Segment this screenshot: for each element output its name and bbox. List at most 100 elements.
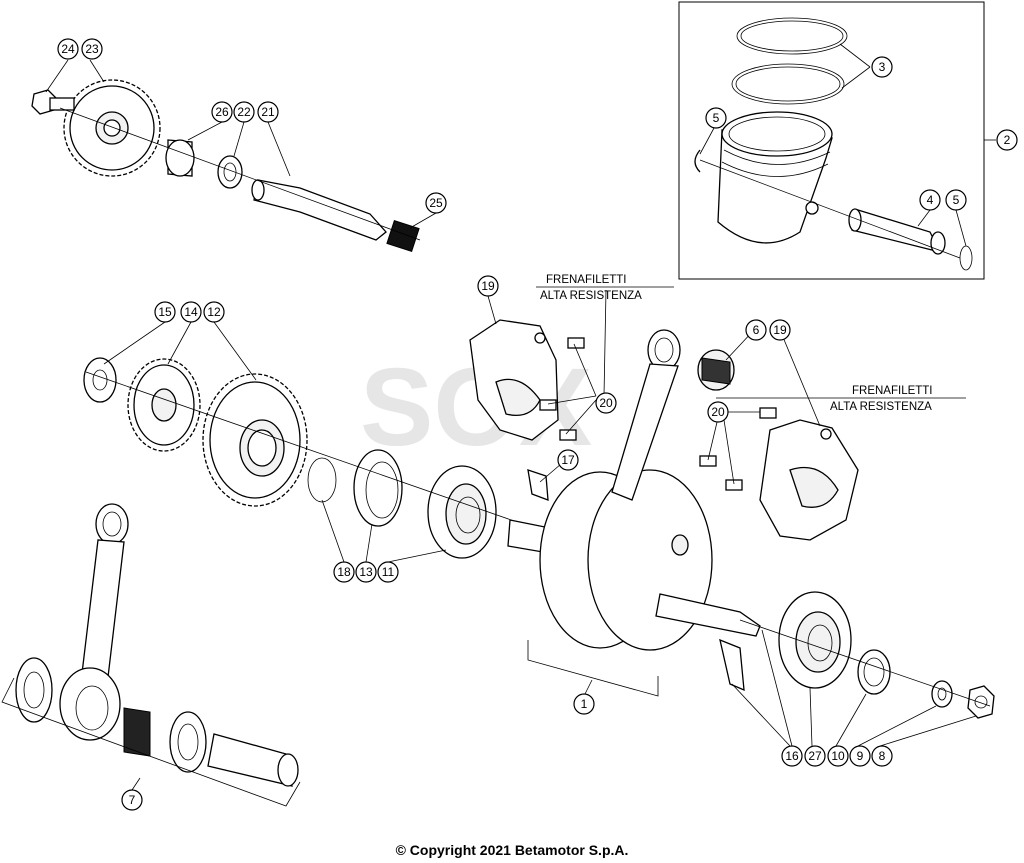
svg-text:3: 3	[879, 60, 886, 74]
callout-24: 24	[57, 38, 79, 60]
spacer-10	[857, 649, 891, 695]
callout-18: 18	[333, 561, 355, 583]
piston-ring-upper	[736, 17, 848, 55]
spacer-22	[217, 155, 243, 189]
svg-text:FRENAFILETTI: FRENAFILETTI	[852, 385, 933, 397]
callout-20: 20	[595, 392, 617, 414]
svg-text:ALTA RESISTENZA: ALTA RESISTENZA	[540, 290, 642, 302]
svg-text:7: 7	[129, 793, 136, 807]
circlip-left	[694, 149, 701, 173]
copyright-footer: © Copyright 2021 Betamotor S.p.A.	[395, 842, 629, 858]
svg-text:22: 22	[237, 105, 251, 119]
piston-kit-box	[678, 1, 985, 280]
washer-9	[931, 680, 953, 708]
svg-text:12: 12	[207, 305, 221, 319]
callout-26: 26	[211, 101, 233, 123]
svg-text:18: 18	[337, 565, 351, 579]
svg-text:21: 21	[261, 105, 275, 119]
gear-14	[127, 358, 201, 452]
nut-15	[83, 357, 117, 403]
nut-8	[967, 685, 995, 719]
svg-text:19: 19	[481, 279, 495, 293]
svg-text:4: 4	[927, 193, 934, 207]
svg-text:13: 13	[359, 565, 373, 579]
callout-20: 20	[707, 401, 729, 423]
key-16	[719, 638, 745, 692]
svg-text:5: 5	[713, 111, 720, 125]
svg-text:25: 25	[429, 196, 443, 210]
callout-5: 5	[945, 189, 967, 211]
svg-text:FRENAFILETTI: FRENAFILETTI	[546, 274, 627, 286]
callout-2: 2	[996, 129, 1018, 151]
callout-7: 7	[121, 789, 143, 811]
svg-text:16: 16	[785, 749, 799, 763]
connecting-rod	[611, 329, 681, 501]
svg-text:17: 17	[561, 453, 575, 467]
callout-3: 3	[871, 56, 893, 78]
callout-19: 19	[769, 319, 791, 341]
needle-bearing-25	[386, 219, 420, 253]
callout-19: 19	[477, 275, 499, 297]
callout-14: 14	[180, 301, 202, 323]
svg-text:27: 27	[808, 749, 822, 763]
screws-20-right	[699, 407, 777, 491]
svg-text:2: 2	[1004, 133, 1011, 147]
piston-ring-lower	[731, 63, 845, 105]
callout-1: 1	[573, 693, 595, 715]
callout-4: 4	[919, 189, 941, 211]
svg-text:20: 20	[711, 405, 725, 419]
piston-pin	[848, 208, 946, 255]
svg-text:15: 15	[158, 305, 172, 319]
callout-23: 23	[81, 38, 103, 60]
callout-25: 25	[425, 192, 447, 214]
svg-text:9: 9	[857, 749, 864, 763]
svg-text:8: 8	[879, 749, 886, 763]
thread-lock-note-1: FRENAFILETTI ALTA RESISTENZA	[540, 274, 642, 302]
svg-text:26: 26	[215, 105, 229, 119]
callout-13: 13	[355, 561, 377, 583]
circlip-right	[959, 245, 973, 271]
callout-21: 21	[257, 101, 279, 123]
bracket-19-right	[759, 419, 859, 541]
balancer-shaft-21	[251, 179, 387, 241]
svg-text:19: 19	[773, 323, 787, 337]
callout-12: 12	[203, 301, 225, 323]
svg-text:ALTA RESISTENZA: ALTA RESISTENZA	[830, 401, 932, 413]
svg-text:6: 6	[753, 323, 760, 337]
svg-text:11: 11	[382, 565, 395, 579]
callout-5: 5	[705, 107, 727, 129]
bearing-26	[165, 139, 195, 177]
svg-text:1: 1	[581, 697, 588, 711]
gear-23	[63, 79, 161, 177]
svg-text:20: 20	[599, 396, 613, 410]
bearing-11	[427, 465, 497, 559]
svg-text:24: 24	[61, 42, 75, 56]
gear-12	[202, 373, 308, 507]
bolt-24	[31, 89, 75, 115]
svg-text:10: 10	[831, 749, 845, 763]
piston	[717, 111, 833, 244]
callout-15: 15	[154, 301, 176, 323]
callout-17: 17	[557, 449, 579, 471]
needle-bearing-6	[697, 349, 735, 391]
callout-27: 27	[804, 745, 826, 767]
oil-seal-13	[353, 449, 403, 527]
callout-16: 16	[781, 745, 803, 767]
callout-10: 10	[827, 745, 849, 767]
key-17	[527, 469, 549, 501]
callout-6: 6	[745, 319, 767, 341]
svg-text:5: 5	[953, 193, 960, 207]
callout-8: 8	[871, 745, 893, 767]
bracket-19-left	[469, 319, 559, 441]
callout-11: 11	[377, 561, 399, 583]
callout-22: 22	[233, 101, 255, 123]
con-rod-kit-7	[15, 503, 299, 787]
crankshaft-1	[507, 469, 761, 651]
svg-text:23: 23	[85, 42, 99, 56]
svg-text:14: 14	[184, 305, 198, 319]
callout-9: 9	[849, 745, 871, 767]
o-ring-18	[307, 457, 337, 503]
leader-lines	[45, 43, 977, 791]
bearing-27	[778, 591, 852, 689]
